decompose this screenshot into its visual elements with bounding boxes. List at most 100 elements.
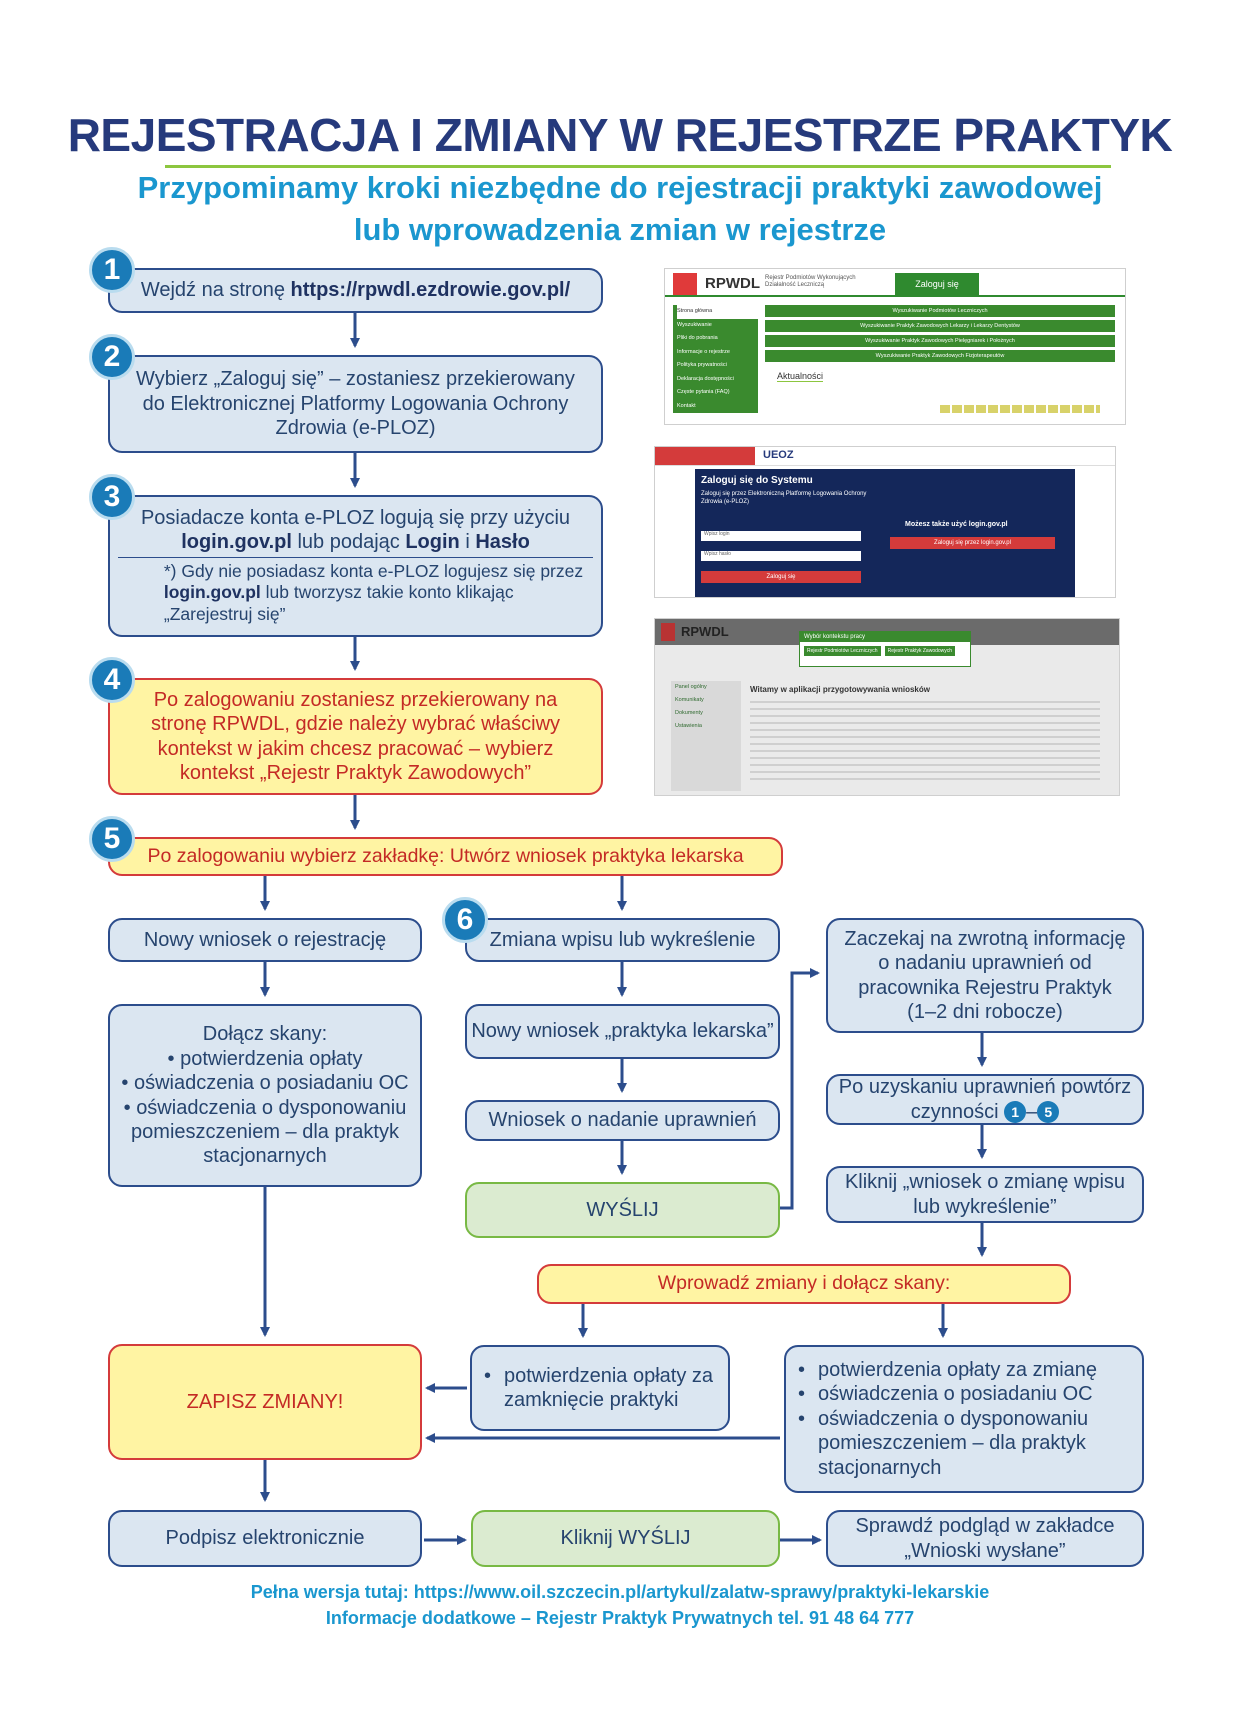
step-number-6: 6 xyxy=(442,897,488,943)
step-3-box: Posiadacze konta e-PLOZ logują się przy … xyxy=(108,495,603,637)
step-4-text: Po zalogowaniu zostaniesz przekierowany … xyxy=(150,688,561,784)
attach-title: Dołącz skany: xyxy=(202,1023,328,1046)
step-5-text: Po zalogowaniu wybierz zakładkę: Utwórz … xyxy=(147,844,744,867)
eploz-password-input[interactable]: Wpisz hasło xyxy=(701,551,861,561)
step-3-main: Posiadacze konta e-PLOZ logują się przy … xyxy=(118,506,593,558)
subtitle-line-2: lub wprowadzenia zmian w rejestrze xyxy=(353,212,887,247)
new-form-box: Nowy wniosek „praktyka lekarska” xyxy=(465,1004,780,1059)
close-practice-list: potwierdzenia opłaty za zamknięcie prakt… xyxy=(480,1364,720,1413)
change-item-3: oświadczenia o dysponowaniu pomieszczeni… xyxy=(794,1407,1134,1480)
context-news-text xyxy=(750,701,1100,781)
rpwdl-search-bar-1[interactable]: Wyszukiwanie Podmiotów Leczniczych xyxy=(765,305,1115,317)
footer-contact: Informacje dodatkowe – Rejestr Praktyk P… xyxy=(325,1608,915,1628)
attach-item-1: • potwierdzenia opłaty xyxy=(167,1047,363,1070)
sign-text: Podpisz elektronicznie xyxy=(165,1527,365,1550)
eagle-logo-icon xyxy=(673,273,697,297)
subtitle-line-1: Przypominamy kroki niezbędne do rejestra… xyxy=(137,170,1103,205)
new-form-text: Nowy wniosek „praktyka lekarska” xyxy=(471,1020,774,1043)
rpwdl-side-menu: Strona główna Wyszukiwanie Pliki do pobr… xyxy=(673,305,758,413)
rpwdl-menu-item-7[interactable]: Częste pytania (FAQ) xyxy=(677,389,730,395)
eploz-alt-question: Możesz także użyć login.gov.pl xyxy=(905,521,1008,528)
rpwdl-menu-item-5[interactable]: Polityka prywatności xyxy=(677,362,727,368)
step-2-text: Wybierz „Zaloguj się” – zostaniesz przek… xyxy=(136,368,575,440)
context-side-item-2[interactable]: Komunikaty xyxy=(675,697,704,703)
step-number-5: 5 xyxy=(89,816,135,862)
mini-step-5: 5 xyxy=(1037,1101,1060,1124)
step-2-box: Wybierz „Zaloguj się” – zostaniesz przek… xyxy=(108,355,603,453)
rpwdl-menu-item-3[interactable]: Pliki do pobrania xyxy=(677,335,718,341)
eploz-desc: Zaloguj się przez Elektroniczną Platform… xyxy=(701,491,867,505)
rpwdl-menu-item-4[interactable]: Informacje o rejestrze xyxy=(677,348,730,355)
context-popup-title: Wybór kontekstu pracy xyxy=(800,632,970,642)
step-3-note-mid: lub tworzysz takie konto klikając xyxy=(260,582,514,603)
new-registration-box: Nowy wniosek o rejestrację xyxy=(108,918,422,962)
context-popup: Wybór kontekstu pracy Rejestr Podmiotów … xyxy=(799,631,971,667)
check-preview-text: Sprawdź podgląd w zakładce „Wnioski wysł… xyxy=(855,1515,1115,1562)
wait-info-text: Zaczekaj na zwrotną informację o nadaniu… xyxy=(844,927,1126,1023)
step-3-password: Hasło xyxy=(475,531,530,554)
check-preview-box: Sprawdź podgląd w zakładce „Wnioski wysł… xyxy=(826,1510,1144,1567)
step-3-note-end: „Zarejestruj się” xyxy=(163,604,286,625)
rpwdl-menu-item-8[interactable]: Kontakt xyxy=(677,402,696,409)
screenshot-context-select: RPWDL Wybór kontekstu pracy Rejestr Podm… xyxy=(654,618,1120,796)
eploz-login-input[interactable]: Wpisz login xyxy=(701,531,861,541)
enter-changes-text: Wprowadź zmiany i dołącz skany: xyxy=(657,1272,951,1295)
permission-request-text: Wniosek o nadanie uprawnień xyxy=(488,1109,757,1132)
eploz-login-button[interactable]: Zaloguj się xyxy=(701,571,861,583)
step-1-box: Wejdź na stronę https://rpwdl.ezdrowie.g… xyxy=(108,268,603,313)
close-practice-box: potwierdzenia opłaty za zamknięcie prakt… xyxy=(470,1345,730,1431)
screenshot-rpwdl-home: RPWDL Rejestr Podmiotów Wykonujących Dzi… xyxy=(664,268,1126,425)
mini-step-1: 1 xyxy=(1004,1101,1027,1124)
rpwdl-login-button[interactable]: Zaloguj się xyxy=(895,273,979,295)
click-send-box[interactable]: Kliknij WYŚLIJ xyxy=(471,1510,780,1567)
step-3-note: *) Gdy nie posiadasz konta e-PLOZ loguje… xyxy=(128,561,583,627)
repeat-dash: – xyxy=(1026,1100,1038,1123)
title-underline xyxy=(165,165,1111,168)
attach-item-3: • oświadczenia o dysponowaniu pomieszcze… xyxy=(123,1096,407,1168)
eploz-panel: Zaloguj się do Systemu Zaloguj się przez… xyxy=(695,469,1075,597)
step-3-note-login: login.gov.pl xyxy=(163,582,261,603)
send-box[interactable]: WYŚLIJ xyxy=(465,1182,780,1238)
rpwdl-link[interactable]: https://rpwdl.ezdrowie.gov.pl/ xyxy=(290,279,571,302)
step-3-note-pre: *) Gdy nie posiadasz konta e-PLOZ loguje… xyxy=(163,560,584,581)
click-send-text: Kliknij WYŚLIJ xyxy=(560,1527,691,1550)
rpwdl-search-bar-2[interactable]: Wyszukiwanie Praktyk Zawodowych Lekarzy … xyxy=(765,320,1115,332)
screenshot-eploz-login: UEOZ Zaloguj się do Systemu Zaloguj się … xyxy=(654,446,1116,598)
context-practices-button[interactable]: Rejestr Praktyk Zawodowych xyxy=(884,646,956,656)
rpwdl-menu-item-6[interactable]: Deklaracja dostępności xyxy=(677,375,734,382)
attach-item-2: • oświadczenia o posiadaniu OC xyxy=(121,1072,409,1095)
context-side-item-4[interactable]: Ustawienia xyxy=(675,723,702,729)
wait-info-box: Zaczekaj na zwrotną informację o nadaniu… xyxy=(826,918,1144,1033)
attach-scans-box: Dołącz skany: • potwierdzenia opłaty • o… xyxy=(108,1004,422,1187)
page-title: REJESTRACJA I ZMIANY W REJESTRZE PRAKTYK xyxy=(67,109,1173,161)
save-changes-box[interactable]: ZAPISZ ZMIANY! xyxy=(108,1344,422,1460)
eploz-login-gov-button[interactable]: Zaloguj się przez login.gov.pl xyxy=(890,537,1055,549)
eploz-logo: UEOZ xyxy=(763,449,794,461)
step-3-login: Login xyxy=(405,531,460,554)
click-change-box: Kliknij „wniosek o zmianę wpisu lub wykr… xyxy=(826,1166,1144,1223)
rpwdl-news-heading: Aktualności xyxy=(777,371,824,382)
change-entry-box: Zmiana wpisu lub wykreślenie xyxy=(465,918,780,962)
context-side-item-3[interactable]: Dokumenty xyxy=(675,710,703,716)
save-changes-text: ZAPISZ ZMIANY! xyxy=(186,1390,344,1413)
rpwdl-menu-item-1[interactable]: Strona główna xyxy=(677,305,758,319)
context-logo: RPWDL xyxy=(681,624,729,639)
arrow-send-to-wait xyxy=(780,968,820,1210)
change-scans-box: potwierdzenia opłaty za zmianę oświadcze… xyxy=(784,1345,1144,1493)
context-sidebar: Panel ogólny Komunikaty Dokumenty Ustawi… xyxy=(671,681,741,791)
rpwdl-search-bar-3[interactable]: Wyszukiwanie Praktyk Zawodowych Pielęgni… xyxy=(765,335,1115,347)
step-number-2: 2 xyxy=(89,334,135,380)
context-entities-button[interactable]: Rejestr Podmiotów Leczniczych xyxy=(804,646,881,656)
rpwdl-search-bar-4[interactable]: Wyszukiwanie Praktyk Zawodowych Fizjoter… xyxy=(765,350,1115,362)
step-3-line1: Posiadacze konta e-PLOZ logują się przy … xyxy=(140,506,571,529)
step-3-mid: lub podając xyxy=(291,531,406,554)
context-side-item-1[interactable]: Panel ogólny xyxy=(675,684,707,690)
rpwdl-menu-item-2[interactable]: Wyszukiwanie xyxy=(677,321,712,328)
footer-full-version[interactable]: Pełna wersja tutaj: https://www.oil.szcz… xyxy=(250,1582,990,1602)
step-5-box: Po zalogowaniu wybierz zakładkę: Utwórz … xyxy=(108,837,783,876)
repeat-steps-box: Po uzyskaniu uprawnień powtórz czynności… xyxy=(826,1074,1144,1125)
step-3-login-gov: login.gov.pl xyxy=(181,531,292,554)
change-entry-text: Zmiana wpisu lub wykreślenie xyxy=(489,928,756,951)
rpwdl-logo: RPWDL xyxy=(705,275,760,292)
